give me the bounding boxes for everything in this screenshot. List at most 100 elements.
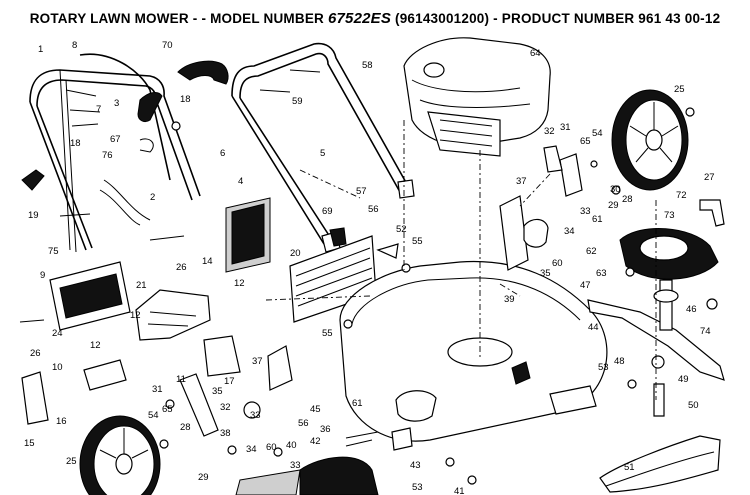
part-label: 25 (66, 456, 77, 467)
part-label: 3 (114, 98, 119, 109)
part-label: 54 (592, 128, 603, 139)
hose-tubes (137, 60, 229, 123)
part-label: 61 (592, 214, 603, 225)
title-suffix: (96143001200) - PRODUCT NUMBER 961 43 00… (395, 11, 721, 26)
part-label: 43 (410, 460, 421, 471)
assembly-lines (265, 120, 657, 400)
part-label: 31 (152, 384, 163, 395)
part-label: 73 (664, 210, 675, 221)
part-label: 58 (362, 60, 373, 71)
part-label: 56 (298, 418, 309, 429)
part-label: 46 (686, 304, 697, 315)
part-label: 39 (504, 294, 515, 305)
part-label: 18 (70, 138, 81, 149)
cable (99, 179, 151, 226)
part-label: 4 (238, 176, 243, 187)
part-label: 38 (220, 428, 231, 439)
part-label: 54 (148, 410, 159, 421)
part-label: 69 (322, 206, 333, 217)
part-label: 35 (212, 386, 223, 397)
title-prefix: ROTARY LAWN MOWER - - MODEL NUMBER (29, 11, 324, 26)
part-label: 37 (516, 176, 527, 187)
part-label: 26 (30, 348, 41, 359)
part-label: 56 (368, 204, 379, 215)
part-label: 50 (688, 400, 699, 411)
part-label: 31 (560, 122, 571, 133)
rear-shield (599, 435, 721, 493)
part-label: 76 (102, 150, 113, 161)
part-label: 55 (412, 236, 423, 247)
control-bar (79, 53, 171, 181)
part-label: 55 (322, 328, 333, 339)
part-label: 20 (290, 248, 301, 259)
part-label: 24 (52, 328, 63, 339)
part-label: 33 (250, 410, 261, 421)
part-label: 29 (198, 472, 209, 483)
mower-deck (339, 260, 608, 442)
height-adjuster-right (499, 153, 583, 271)
part-label: 29 (608, 200, 619, 211)
part-label: 12 (234, 278, 245, 289)
part-label: 1 (38, 44, 43, 55)
part-label: 35 (540, 268, 551, 279)
part-label: 70 (162, 40, 173, 51)
title-model-number: 67522ES (327, 10, 392, 27)
part-label: 12 (130, 310, 141, 321)
shield (83, 359, 127, 391)
part-label: 63 (596, 268, 607, 279)
upper-handle (231, 42, 415, 253)
part-label: 67 (110, 134, 121, 145)
part-label: 34 (564, 226, 575, 237)
part-label: 47 (580, 280, 591, 291)
part-label: 61 (352, 398, 363, 409)
part-label: 40 (286, 440, 297, 451)
blade (587, 299, 725, 381)
gear-bracket-left (179, 373, 219, 437)
part-label: 25 (674, 84, 685, 95)
lower-handle (29, 69, 201, 253)
part-number-labels: 1 8 70 58 64 25 7 3 18 59 32 31 65 54 67… (24, 40, 715, 495)
part-label: 26 (176, 262, 187, 273)
page-title: ROTARY LAWN MOWER - - MODEL NUMBER 67522… (0, 10, 750, 27)
part-label: 11 (176, 374, 186, 385)
part-label: 28 (622, 194, 633, 205)
part-label: 10 (52, 362, 63, 373)
part-label: 53 (598, 362, 609, 373)
part-label: 59 (292, 96, 303, 107)
part-label: 49 (678, 374, 689, 385)
part-label: 27 (704, 172, 715, 183)
part-label: 51 (624, 462, 635, 473)
part-label: 18 (180, 94, 191, 105)
part-label: 34 (246, 444, 257, 455)
part-label: 15 (24, 438, 35, 449)
part-label: 33 (580, 206, 591, 217)
part-label: 9 (40, 270, 45, 281)
part-label: 53 (412, 482, 423, 493)
part-label: 74 (700, 326, 711, 337)
part-label: 41 (454, 486, 465, 495)
part-label: 75 (48, 246, 59, 257)
rear-wheel-right (611, 89, 689, 191)
discharge-chute (299, 456, 379, 495)
part-label: 14 (202, 256, 213, 267)
rear-door (49, 261, 131, 331)
part-label: 64 (530, 48, 541, 59)
handle-knob (21, 169, 45, 191)
part-label: 19 (28, 210, 39, 221)
part-label: 60 (266, 442, 277, 453)
part-label: 5 (320, 148, 325, 159)
part-label: 6 (220, 148, 225, 159)
blade-adapter (619, 228, 719, 331)
engine (403, 37, 551, 157)
part-label: 45 (310, 404, 321, 415)
part-label: 12 (90, 340, 101, 351)
part-label: 16 (56, 416, 67, 427)
part-label: 42 (310, 436, 321, 447)
part-label: 21 (136, 280, 147, 291)
part-label: 65 (162, 404, 173, 415)
part-label: 7 (96, 104, 101, 115)
front-wheel-left (79, 415, 161, 495)
part-label: 36 (320, 424, 331, 435)
part-label: 33 (290, 460, 301, 471)
